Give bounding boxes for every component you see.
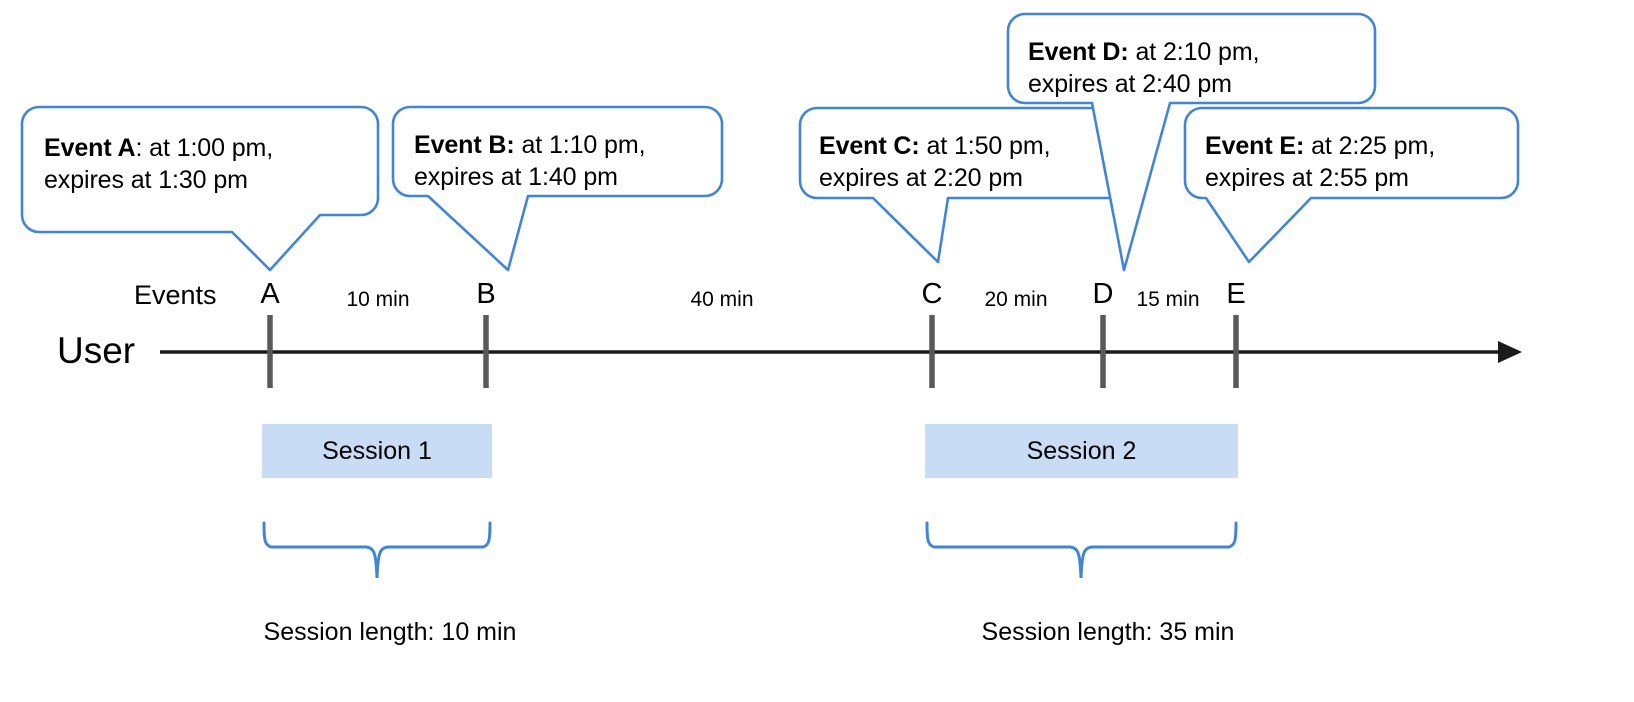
callout-text-a: Event A: at 1:00 pm, expires at 1:30 pm <box>44 132 273 196</box>
event-letter-c: C <box>921 278 943 310</box>
event-markers <box>267 315 1239 388</box>
callout-c-rest: at 1:50 pm, <box>919 132 1051 160</box>
callout-d-bold: Event D: <box>1028 38 1129 66</box>
interval-label-de: 15 min <box>1136 288 1200 311</box>
session-brace-2 <box>925 521 1238 579</box>
callout-b-rest: at 1:10 pm, <box>514 131 646 159</box>
interval-label-bc: 40 min <box>690 288 754 311</box>
axis-events-label: Events <box>134 280 217 310</box>
callout-text-c: Event C: at 1:50 pm, expires at 2:20 pm <box>819 130 1051 194</box>
axis-row-label-user: User <box>57 330 136 371</box>
callout-text-b: Event B: at 1:10 pm, expires at 1:40 pm <box>414 129 646 193</box>
callout-b-line2: expires at 1:40 pm <box>414 163 618 191</box>
timeline-axis <box>160 341 1522 363</box>
callout-e-bold: Event E: <box>1205 132 1305 160</box>
callout-a-rest: : at 1:00 pm, <box>135 134 274 162</box>
callout-e-rest: at 2:25 pm, <box>1304 132 1436 160</box>
callout-d-rest: at 2:10 pm, <box>1128 38 1260 66</box>
session-box-1[interactable]: Session 1 <box>262 424 492 478</box>
session-length-label-1: Session length: 10 min <box>263 618 517 646</box>
callout-a-line2: expires at 1:30 pm <box>44 166 248 194</box>
callout-d-line2: expires at 2:40 pm <box>1028 70 1232 98</box>
event-letter-a: A <box>260 278 280 310</box>
event-letter-d: D <box>1092 278 1114 310</box>
callout-a-bold: Event A <box>44 134 136 162</box>
callout-c-line2: expires at 2:20 pm <box>819 164 1023 192</box>
session-brace-1 <box>262 521 492 579</box>
interval-label-ab: 10 min <box>346 288 410 311</box>
event-letter-b: B <box>476 278 496 310</box>
callout-text-e: Event E: at 2:25 pm, expires at 2:55 pm <box>1205 130 1435 194</box>
callout-text-d: Event D: at 2:10 pm, expires at 2:40 pm <box>1028 36 1260 100</box>
event-letter-e: E <box>1226 278 1246 310</box>
interval-label-cd: 20 min <box>984 288 1048 311</box>
session-length-label-2: Session length: 35 min <box>981 618 1235 646</box>
callout-e-line2: expires at 2:55 pm <box>1205 164 1409 192</box>
callout-b-bold: Event B: <box>414 131 515 159</box>
session-box-2[interactable]: Session 2 <box>925 424 1238 478</box>
callout-c-bold: Event C: <box>819 132 920 160</box>
